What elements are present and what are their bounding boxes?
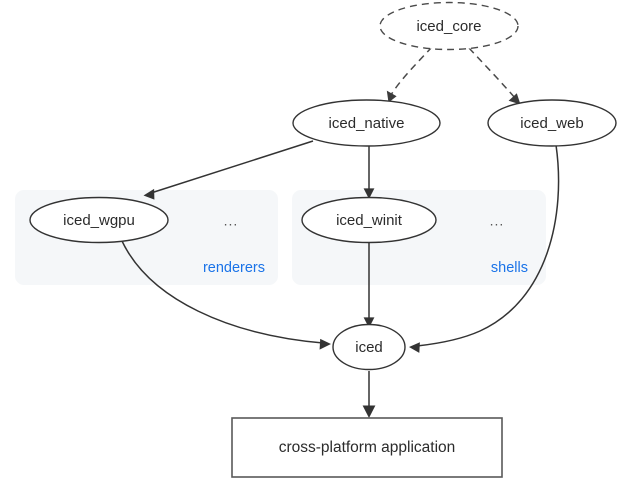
node-iced-core[interactable]: iced_core [379, 1, 519, 51]
arrowhead-icon [362, 405, 376, 418]
arrowhead-icon [386, 90, 397, 103]
node-iced-winit[interactable]: iced_winit [301, 196, 437, 244]
arrowhead-icon [319, 338, 331, 350]
node-iced-web-ellipse[interactable] [487, 99, 617, 147]
arrowhead-icon [363, 317, 375, 328]
cluster-shells-ellipsis: ... [490, 213, 505, 229]
cluster-renderers-label: renderers [203, 260, 265, 276]
node-app-rect[interactable] [231, 417, 503, 478]
edge-path [416, 144, 560, 347]
edge-iced_web-to-iced [409, 144, 560, 353]
edge-path [468, 47, 516, 99]
arrowhead-icon [363, 188, 375, 199]
edge-path [390, 46, 433, 96]
arrowhead-icon [143, 188, 155, 200]
edge-path [150, 140, 314, 194]
node-iced-native[interactable]: iced_native [292, 99, 441, 147]
edge-iced_native-to-iced_wgpu [143, 140, 314, 200]
node-iced-web-label: iced_web [520, 115, 583, 132]
edge-iced_native-to-iced_winit [363, 146, 375, 199]
node-iced-winit-label: iced_winit [336, 212, 403, 229]
node-iced-wgpu-ellipse[interactable] [29, 196, 169, 244]
edge-iced_wgpu-to-iced [121, 240, 331, 350]
node-iced-native-label: iced_native [329, 115, 405, 132]
node-iced-web[interactable]: iced_web [487, 99, 617, 147]
edge-iced_core-to-iced_native [386, 46, 433, 103]
edge-iced_core-to-iced_web [468, 47, 521, 105]
node-iced[interactable]: iced [332, 323, 406, 371]
node-iced-core-ellipse[interactable] [379, 1, 519, 51]
cluster-renderers-ellipsis: ... [224, 213, 239, 229]
edge-iced-to-app [362, 371, 376, 418]
arrowhead-icon [508, 93, 521, 105]
node-cross-platform-application[interactable]: cross-platform application [231, 417, 503, 478]
edge-path [121, 240, 324, 344]
node-iced-wgpu-label: iced_wgpu [63, 212, 135, 229]
node-iced-wgpu[interactable]: iced_wgpu [29, 196, 169, 244]
node-iced-core-label: iced_core [416, 18, 481, 35]
cluster-shells-label: shells [491, 260, 528, 276]
node-iced-winit-ellipse[interactable] [301, 196, 437, 244]
node-iced-native-ellipse[interactable] [292, 99, 441, 147]
node-iced-ellipse[interactable] [332, 323, 406, 371]
arrowhead-icon [409, 342, 420, 353]
edge-iced_winit-to-iced [363, 240, 375, 328]
node-app-label: cross-platform application [279, 439, 456, 456]
node-iced-label: iced [355, 339, 383, 356]
